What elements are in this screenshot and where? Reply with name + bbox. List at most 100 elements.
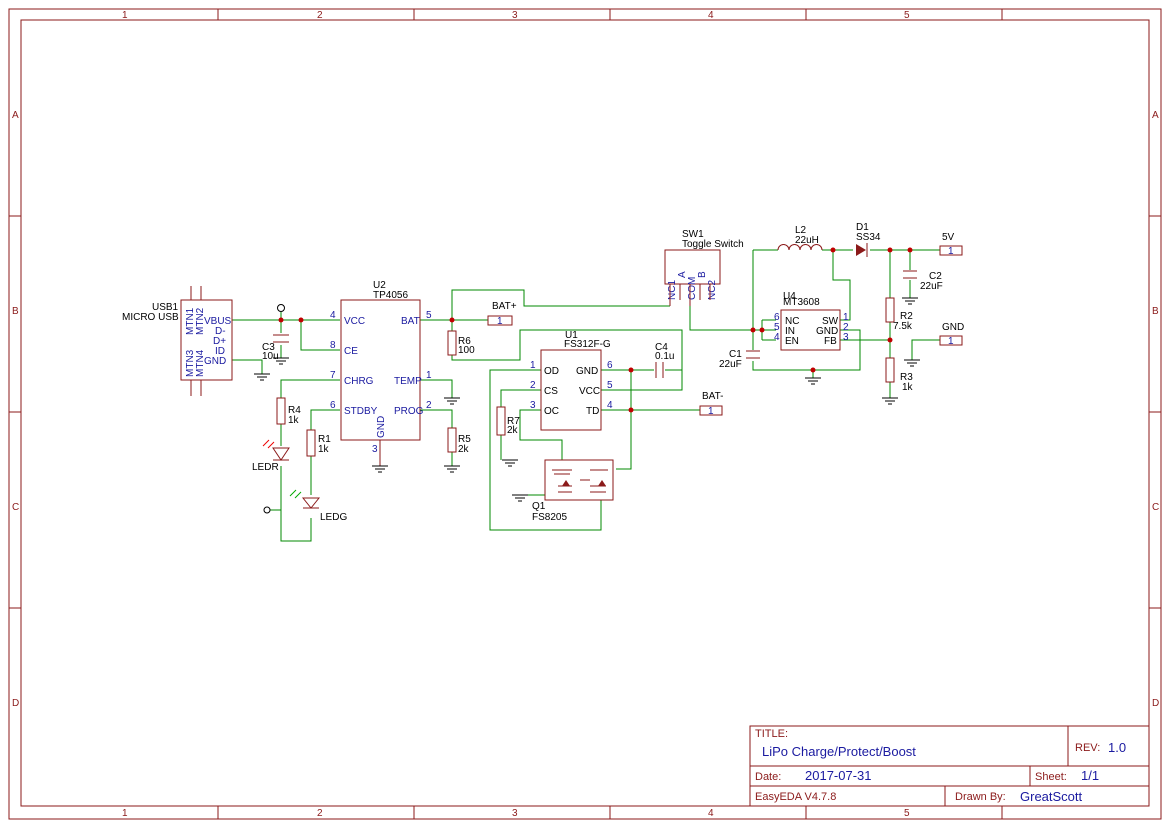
col-label-bottom-2: 2 <box>317 808 323 819</box>
r7-value: 2k <box>507 425 519 436</box>
title-value: LiPo Charge/Protect/Boost <box>762 744 916 759</box>
r2-resistor: R2 7.5k <box>885 297 913 332</box>
usb1-pin-gnd: GND <box>204 356 226 367</box>
c1-capacitor: C1 22uF <box>719 349 760 370</box>
col-label-top-4: 4 <box>708 10 714 21</box>
u2-value: TP4056 <box>373 290 408 301</box>
u2-pin-bat: BAT <box>401 316 420 327</box>
r3-ref: R3 <box>900 372 913 383</box>
row-label-right-c: C <box>1152 502 1159 513</box>
l2-value: 22uH <box>795 235 819 246</box>
ledr-led: LEDR <box>252 439 290 473</box>
row-label-right-a: A <box>1152 110 1159 121</box>
usb1-pin-dplus: D+ <box>213 336 226 347</box>
col-label-bottom-3: 3 <box>512 808 518 819</box>
u4-pinnum-fb: 3 <box>843 332 849 343</box>
u4-mt3608: U4 MT3608 NC IN EN SW GND FB 6 5 4 1 2 3 <box>774 291 849 351</box>
u1-pinnum-gnd: 6 <box>607 360 613 371</box>
u2-pinnum-temp: 1 <box>426 370 432 381</box>
u2-pin-temp: TEMP <box>394 376 422 387</box>
q1-fs8205: Q1 FS8205 <box>532 459 614 523</box>
u4-ref: U4 <box>783 291 796 302</box>
junctions <box>278 247 913 413</box>
title-block: TITLE: LiPo Charge/Protect/Boost REV: 1.… <box>749 725 1150 807</box>
ledg-test-point <box>263 506 271 514</box>
bat-plus-connector: BAT+ 1 <box>487 301 517 327</box>
c3-ref: C3 <box>262 342 275 353</box>
u1-pinnum-od: 1 <box>530 360 536 371</box>
r4-value: 1k <box>288 415 300 426</box>
out-gnd-label: GND <box>942 322 964 333</box>
c2-ref: C2 <box>929 271 942 282</box>
u1-pin-vcc: VCC <box>579 386 600 397</box>
usb1-pin-vbus: VBUS <box>204 316 232 327</box>
u1-value: FS312F-G <box>564 339 611 350</box>
sw1-value: Toggle Switch <box>682 239 744 250</box>
out-5v-label: 5V <box>942 232 955 243</box>
r1-ref: R1 <box>318 434 331 445</box>
u4-pinnum-in: 5 <box>774 322 780 333</box>
bat-minus-pin: 1 <box>708 406 714 417</box>
u4-pin-fb: FB <box>824 336 837 347</box>
r3-value: 1k <box>902 382 914 393</box>
col-label-bottom-4: 4 <box>708 808 714 819</box>
u4-pin-in: IN <box>785 326 795 337</box>
r1-value: 1k <box>318 444 330 455</box>
u2-pinnum-stdby: 6 <box>330 400 336 411</box>
q1-ref: Q1 <box>532 501 546 512</box>
out-gnd-connector: GND 1 <box>939 322 964 347</box>
u2-pinnum-vcc: 4 <box>330 310 336 321</box>
col-label-top-5: 5 <box>904 10 910 21</box>
u4-pin-nc: NC <box>785 316 799 327</box>
usb1-ref: USB1 <box>152 302 179 313</box>
u2-pinnum-bat: 5 <box>426 310 432 321</box>
col-label-top-3: 3 <box>512 10 518 21</box>
col-label-bottom-5: 5 <box>904 808 910 819</box>
c1-value: 22uF <box>719 359 742 370</box>
rev-value: 1.0 <box>1108 740 1126 755</box>
col-label-top-2: 2 <box>317 10 323 21</box>
row-label-left-c: C <box>12 502 19 513</box>
u4-pinnum-sw: 1 <box>843 312 849 323</box>
sheet-label: Sheet: <box>1035 771 1067 783</box>
u1-pin-td: TD <box>586 406 599 417</box>
u4-pinnum-gnd: 2 <box>843 322 849 333</box>
u1-pinnum-vcc: 5 <box>607 380 613 391</box>
title-label: TITLE: <box>755 728 788 740</box>
ledg-led: LEDG <box>289 489 347 523</box>
r6-ref: R6 <box>458 336 471 347</box>
date-label: Date: <box>755 771 781 783</box>
sw1-toggle-switch: SW1 Toggle Switch NC1 A COM B NC2 <box>664 229 744 306</box>
usb1-connector: USB1 MICRO USB VBUS D- D+ ID GND MTN1 MT… <box>122 286 233 396</box>
sheet-value: 1/1 <box>1081 768 1099 783</box>
row-label-right-d: D <box>1152 698 1159 709</box>
u1-pin-oc: OC <box>544 406 559 417</box>
u1-ref: U1 <box>565 330 578 341</box>
software-version: EasyEDA V4.7.8 <box>755 791 836 803</box>
drawn-by-label: Drawn By: <box>955 791 1006 803</box>
bat-plus-pin: 1 <box>497 316 503 327</box>
out-gnd-pin: 1 <box>948 336 954 347</box>
c4-ref: C4 <box>655 342 668 353</box>
c2-capacitor: C2 22uF <box>903 270 943 292</box>
u1-pinnum-cs: 2 <box>530 380 536 391</box>
r5-value: 2k <box>458 444 470 455</box>
wires <box>232 249 940 542</box>
c4-value: 0.1u <box>655 351 674 362</box>
u2-pinnum-chrg: 7 <box>330 370 336 381</box>
c2-value: 22uF <box>920 281 943 292</box>
r7-resistor: R7 2k <box>496 406 520 436</box>
u2-pin-prog: PROG <box>394 406 424 417</box>
bat-minus-label: BAT- <box>702 391 723 402</box>
u1-pinnum-td: 4 <box>607 400 613 411</box>
c4-capacitor: C4 0.1u <box>655 342 674 378</box>
ground-symbols <box>254 297 920 502</box>
r5-ref: R5 <box>458 434 471 445</box>
u1-fs312f: U1 FS312F-G OD CS OC GND VCC TD 1 2 3 6 … <box>530 330 613 431</box>
row-label-left-d: D <box>12 698 19 709</box>
sheet-frame: 1 2 3 4 5 1 2 3 4 5 A B C D A B C D <box>8 8 1162 820</box>
l2-inductor: L2 22uH <box>777 225 823 251</box>
r2-ref: R2 <box>900 311 913 322</box>
r1-resistor: R1 1k <box>306 429 331 457</box>
usb1-pin-dminus: D- <box>215 326 226 337</box>
